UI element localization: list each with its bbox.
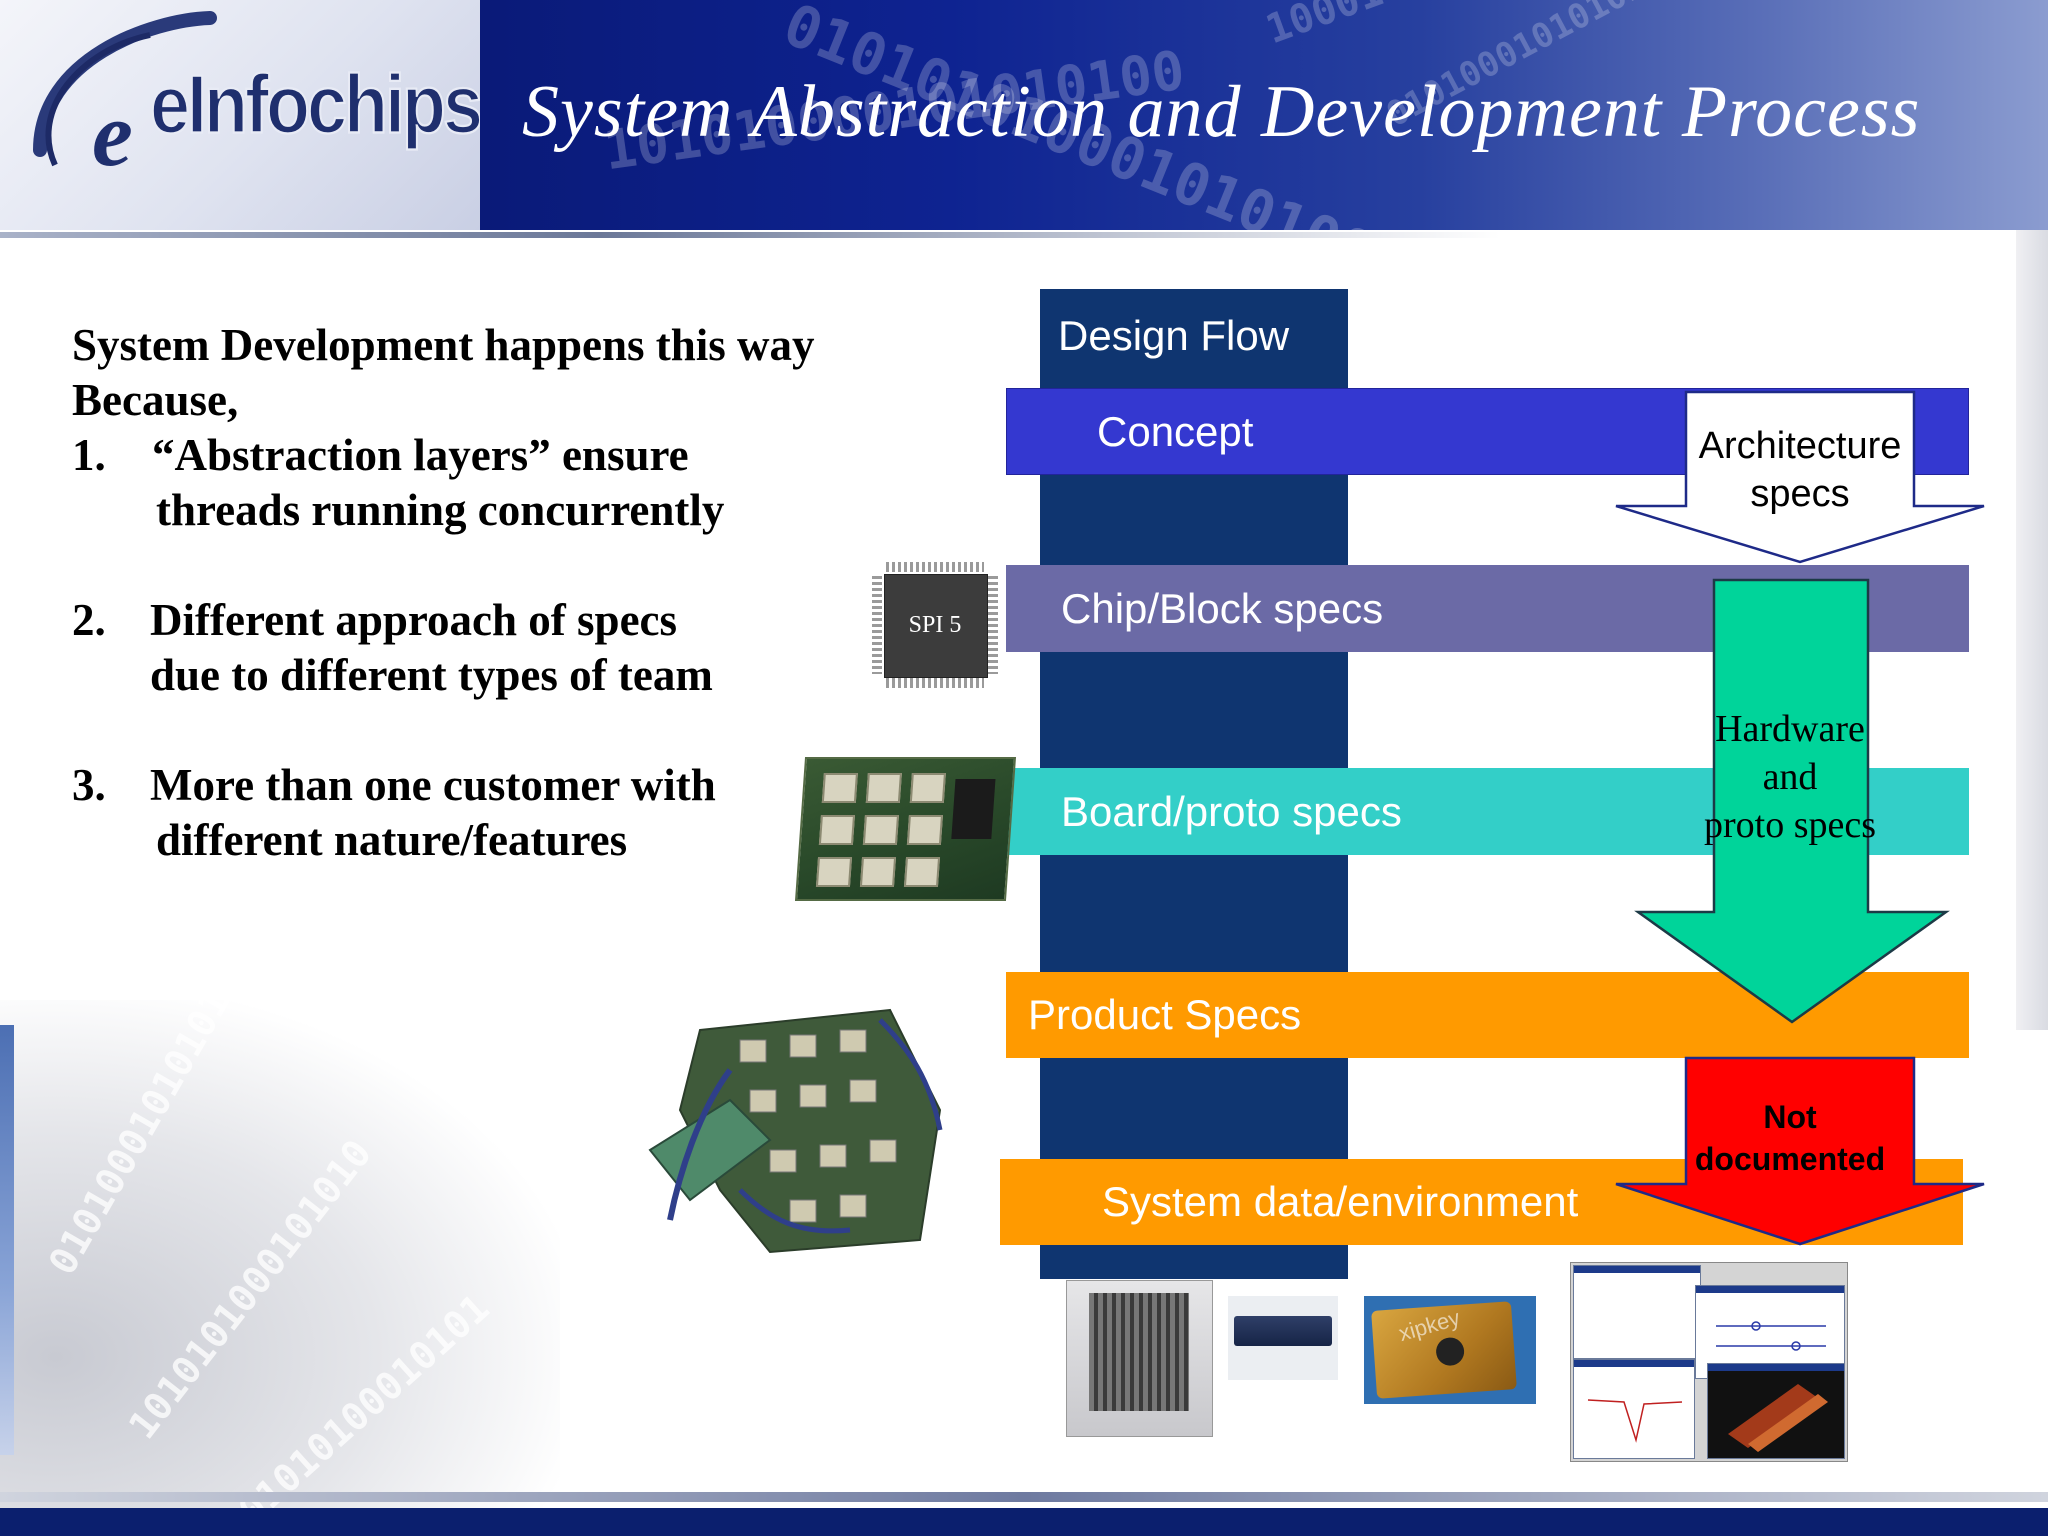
list-text: Different approach of specs [150, 595, 678, 645]
chip-label: SPI 5 [908, 611, 962, 638]
header-divider [0, 232, 1500, 238]
footer-divider [0, 1492, 2048, 1502]
footer-bar [0, 1508, 2048, 1536]
hardware-specs-label: Hardware and proto specs [1680, 705, 1900, 849]
company-logo: e [33, 11, 217, 185]
right-edge-decoration [2016, 230, 2048, 1030]
arrow-label-line: and [1762, 756, 1818, 798]
system-boards-image [640, 990, 980, 1268]
logo-panel: e eInfochips [0, 0, 480, 230]
list-text: “Abstraction layers” ensure [152, 430, 689, 480]
chip-image: SPI 5 [872, 562, 998, 688]
band-label: System data/environment [1102, 1178, 1579, 1225]
list-text: due to different types of team [150, 650, 713, 700]
arrow-label-line: proto specs [1703, 804, 1877, 846]
bullet-list: System Development happens this way Beca… [72, 318, 815, 868]
xipkey-device-image: xipkey [1364, 1296, 1536, 1404]
arrow-label-line: Not [1763, 1099, 1817, 1135]
product-specs-band: Product Specs [1006, 972, 1969, 1058]
server-image [1228, 1296, 1338, 1380]
architecture-specs-label: Architecture specs [1690, 422, 1910, 518]
band-label: Product Specs [1028, 991, 1302, 1038]
left-edge-decoration [0, 1025, 14, 1455]
title-band: 0101010100010101000 101010000101010100 1… [480, 0, 2048, 230]
software-screenshots-image [1570, 1262, 1848, 1462]
list-number: 3. [72, 760, 106, 810]
chip-block-band: Chip/Block specs [1006, 565, 1969, 652]
board-image [794, 757, 1017, 901]
list-text: More than one customer with [150, 760, 716, 810]
list-text: different nature/features [156, 815, 628, 865]
chassis-image [1066, 1280, 1213, 1437]
watermark-decoration: 0101000101010101 1010101000101010 010101… [0, 943, 560, 1533]
slide-title: System Abstraction and Development Proce… [522, 71, 1921, 153]
not-documented-label: Not documented [1680, 1096, 1900, 1180]
band-label: Concept [1097, 407, 1254, 455]
list-text: threads running concurrently [156, 485, 725, 535]
arrow-label-line: specs [1750, 473, 1850, 515]
logo-wordmark: eInfochips [149, 58, 480, 152]
svg-text:e: e [92, 83, 133, 185]
list-number: 1. [72, 430, 106, 480]
list-item: 3. More than one customer with different… [72, 758, 815, 868]
list-number: 2. [72, 595, 106, 645]
list-item: 2. Different approach of specs due to di… [72, 593, 815, 703]
intro-line: Because, [72, 375, 239, 425]
intro-line: System Development happens this way [72, 320, 815, 370]
band-label: Chip/Block specs [1061, 584, 1384, 632]
arrow-label-line: Architecture [1698, 425, 1902, 467]
arrow-label-line: Hardware [1715, 708, 1865, 750]
list-item: 1. “Abstraction layers” ensure threads r… [72, 428, 815, 538]
slide-header: e eInfochips 0101010100010101000 1010100… [0, 0, 2048, 230]
band-label: Board/proto specs [1061, 787, 1402, 835]
design-flow-label: Design Flow [1058, 312, 1290, 359]
arrow-label-line: documented [1694, 1141, 1886, 1177]
